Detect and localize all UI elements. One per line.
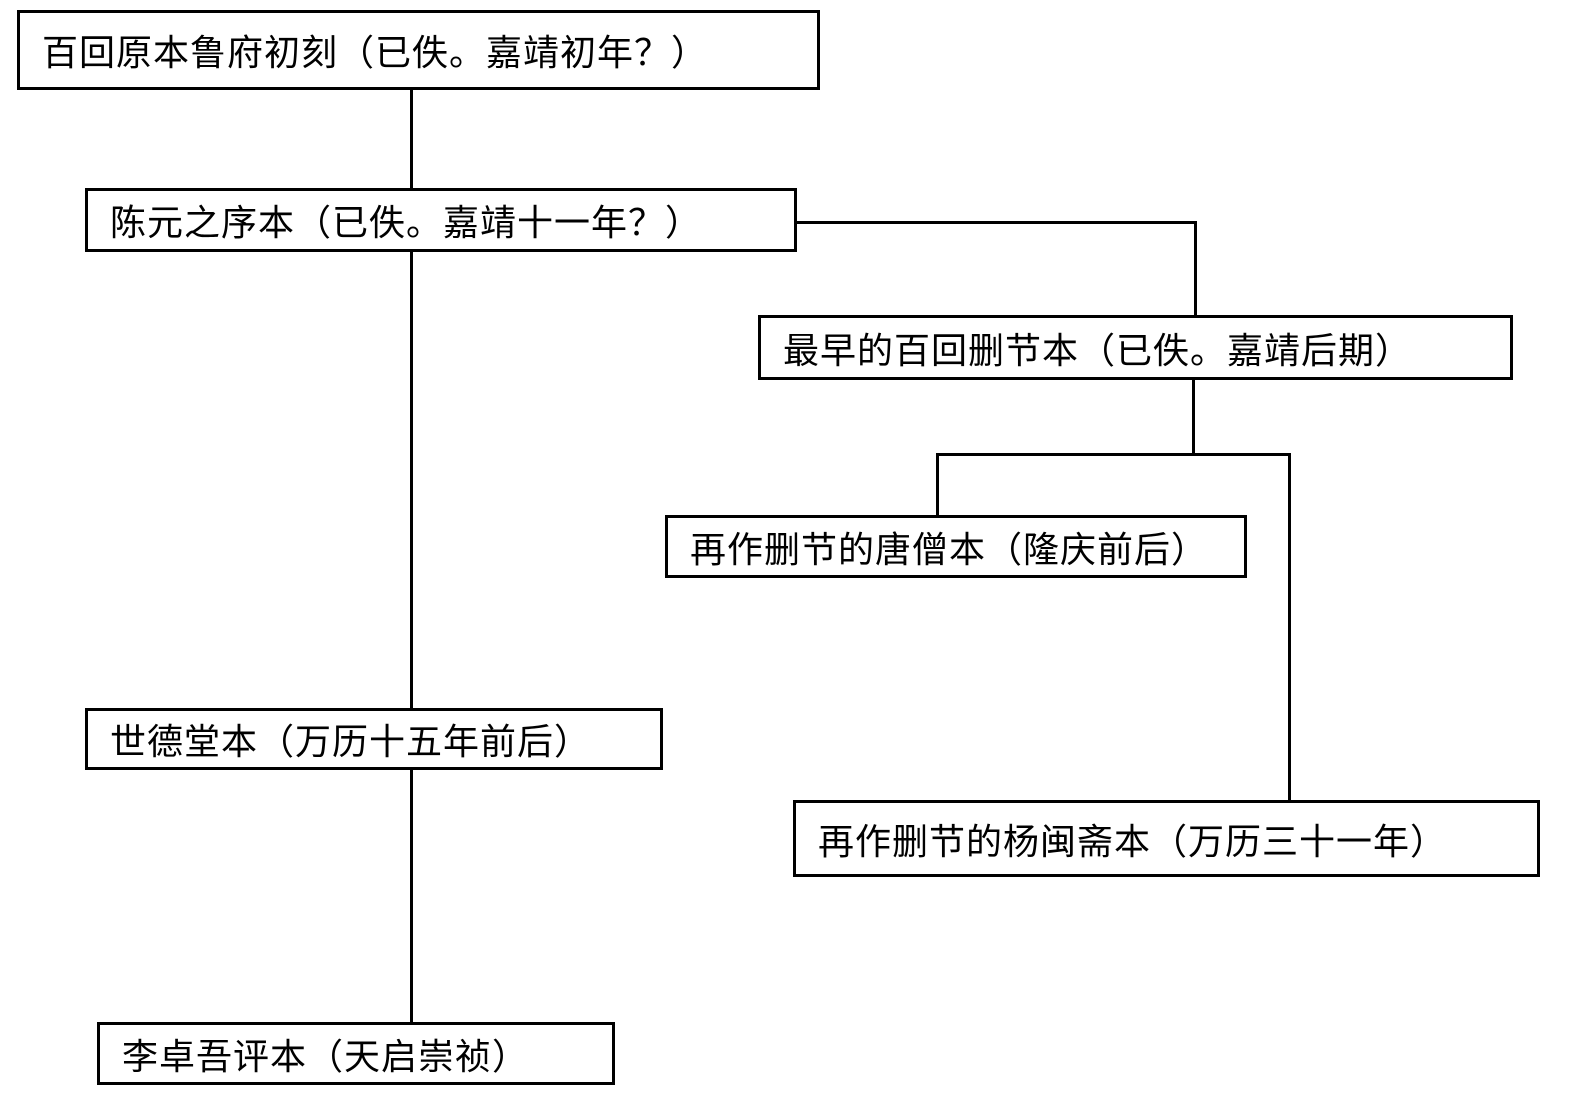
- connector-lufu-to-chenyuanzhi: [410, 88, 413, 190]
- node-yangminzhai-edition: 再作删节的杨闽斋本（万历三十一年）: [793, 800, 1540, 877]
- connector-chenyuanzhi-to-shidetang: [410, 250, 413, 710]
- node-label: 陈元之序本（已佚。嘉靖十一年？）: [110, 203, 703, 243]
- node-label: 李卓吾评本（天启崇祯）: [122, 1036, 530, 1077]
- connector-junction-to-yangminzhai: [1288, 453, 1291, 802]
- node-earliest-abridged-edition: 最早的百回删节本（已佚。嘉靖后期）: [758, 315, 1513, 380]
- node-label: 再作删节的杨闽斋本（万历三十一年）: [818, 821, 1448, 862]
- node-chen-yuanzhi-preface-edition: 陈元之序本（已佚。嘉靖十一年？）: [85, 188, 797, 252]
- node-label: 再作删节的唐僧本（隆庆前后）: [690, 529, 1209, 570]
- connector-junction-horizontal: [936, 453, 1291, 456]
- connector-junction-to-tangseng: [936, 453, 939, 517]
- node-label: 最早的百回删节本（已佚。嘉靖后期）: [783, 330, 1413, 371]
- connector-abridged-to-junction: [1192, 378, 1195, 456]
- node-label: 世德堂本（万历十五年前后）: [110, 722, 592, 762]
- node-tangseng-edition: 再作删节的唐僧本（隆庆前后）: [665, 515, 1247, 578]
- connector-chenyuanzhi-to-abridged-vertical: [1194, 221, 1197, 317]
- node-shidetang-edition: 世德堂本（万历十五年前后）: [85, 708, 663, 770]
- connector-chenyuanzhi-to-abridged-horizontal: [795, 221, 1197, 224]
- connector-shidetang-to-lizhuowu: [410, 768, 413, 1024]
- node-li-zhuowu-commentary-edition: 李卓吾评本（天启崇祯）: [97, 1022, 615, 1085]
- node-lufu-first-printing: 百回原本鲁府初刻（已佚。嘉靖初年？）: [17, 10, 820, 90]
- node-label: 百回原本鲁府初刻（已佚。嘉靖初年？）: [42, 33, 709, 73]
